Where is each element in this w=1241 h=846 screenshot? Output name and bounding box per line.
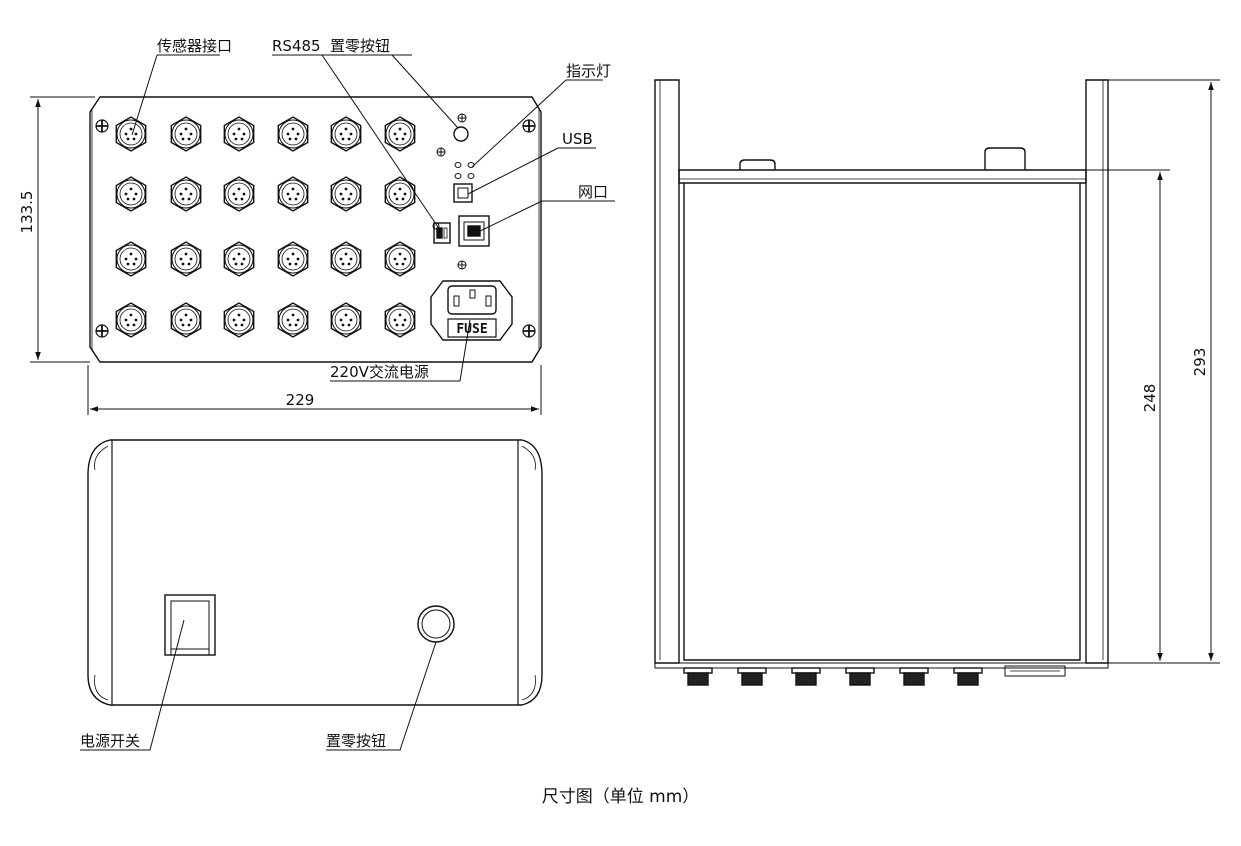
zero-button-top-label: 置零按钮 [330, 37, 390, 55]
sensor-connector [115, 241, 147, 277]
network-port [458, 215, 490, 247]
front-panel-outline [89, 96, 542, 363]
front-width-dimension: 229 [286, 391, 315, 409]
sensor-connector-grid [115, 116, 416, 338]
sensor-connector [330, 302, 362, 338]
side-view [654, 79, 1109, 686]
fuse-label: FUSE [456, 322, 487, 337]
sensor-connector [170, 302, 202, 338]
side-inner-height-dimension: 248 [1141, 384, 1159, 413]
power-switch [164, 594, 216, 656]
front-leaders [131, 54, 615, 382]
sensor-connector [384, 302, 416, 338]
sensor-connector [170, 241, 202, 277]
sensor-connector [223, 302, 255, 338]
corner-screws [95, 119, 536, 338]
sensor-connector [170, 116, 202, 152]
sensor-connector [170, 176, 202, 212]
rs485-terminal [433, 222, 451, 244]
rear-panel-view [87, 439, 543, 706]
side-connector [737, 667, 767, 686]
network-port-label: 网口 [578, 183, 608, 201]
indicator-leds [454, 162, 475, 179]
usb-port [453, 183, 473, 203]
sensor-port-label: 传感器接口 [157, 37, 232, 55]
zero-button-bottom-label: 置零按钮 [326, 732, 386, 750]
sensor-connector [223, 176, 255, 212]
front-dimensions [30, 96, 542, 415]
zero-button [417, 605, 455, 643]
rear-panel-outline [87, 439, 543, 706]
sensor-connector [277, 176, 309, 212]
rear-leaders [80, 619, 437, 751]
rs485-zero-button [453, 126, 469, 142]
sensor-connector [277, 116, 309, 152]
sensor-connector [223, 241, 255, 277]
side-connector [683, 667, 713, 686]
sensor-connector [384, 116, 416, 152]
sensor-connector [384, 176, 416, 212]
side-outer-height-dimension: 293 [1191, 348, 1209, 377]
front-height-dimension: 133.5 [18, 191, 36, 234]
sensor-connector [115, 302, 147, 338]
small-screw [432, 113, 467, 270]
figure-caption: 尺寸图（单位 mm） [541, 787, 700, 807]
sensor-connector [223, 116, 255, 152]
side-connector [953, 667, 983, 686]
sensor-connector [330, 176, 362, 212]
power-switch-label: 电源开关 [80, 732, 140, 750]
sensor-connector [384, 241, 416, 277]
sensor-connector [277, 302, 309, 338]
sensor-connector [277, 241, 309, 277]
sensor-connector [330, 241, 362, 277]
front-panel-view: FUSE [89, 96, 542, 363]
side-connector [845, 667, 875, 686]
sensor-connector [115, 116, 147, 152]
sensor-connector [330, 116, 362, 152]
rs485-label: RS485 [272, 37, 321, 55]
usb-label: USB [562, 130, 593, 148]
side-connector [899, 667, 929, 686]
side-connector [791, 667, 821, 686]
side-bottom-connectors [683, 667, 983, 686]
power-220v-label: 220V交流电源 [330, 363, 429, 381]
sensor-connector [115, 176, 147, 212]
indicator-label: 指示灯 [566, 62, 611, 80]
side-dimensions [1086, 79, 1220, 664]
power-inlet [430, 280, 513, 341]
